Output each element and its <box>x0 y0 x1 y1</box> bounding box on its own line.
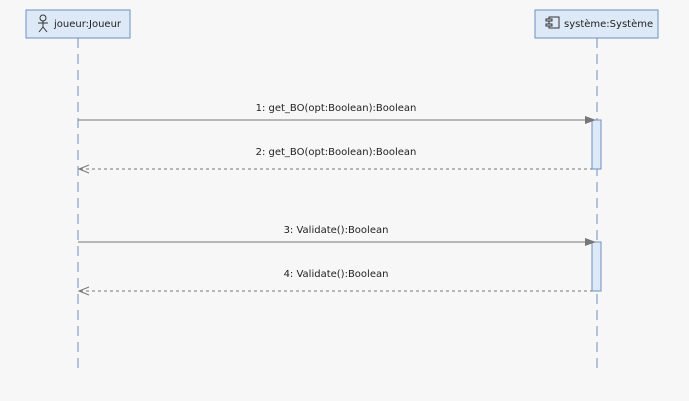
message-3-arrowhead <box>585 238 596 246</box>
message-1[interactable]: 1: get_BO(opt:Boolean):Boolean <box>78 103 596 124</box>
message-4[interactable]: 4: Validate():Boolean <box>77 269 592 296</box>
message-4-arrowhead <box>77 286 90 296</box>
message-2-arrowhead <box>77 164 90 174</box>
message-3-label: 3: Validate():Boolean <box>284 225 389 236</box>
message-2[interactable]: 2: get_BO(opt:Boolean):Boolean <box>77 147 592 174</box>
message-3[interactable]: 3: Validate():Boolean <box>78 225 596 246</box>
component-icon <box>545 16 560 29</box>
activation-bar <box>591 119 602 170</box>
message-1-label: 1: get_BO(opt:Boolean):Boolean <box>256 103 417 114</box>
message-4-label: 4: Validate():Boolean <box>284 269 389 280</box>
lifeline-joueur: joueur:Joueur <box>25 9 131 368</box>
lifeline-joueur-label: joueur:Joueur <box>53 19 122 30</box>
actor-icon <box>38 14 48 33</box>
activation-bar <box>591 241 602 292</box>
lifeline-systeme: système:Système <box>534 9 659 368</box>
message-1-arrowhead <box>585 116 596 124</box>
message-2-label: 2: get_BO(opt:Boolean):Boolean <box>256 147 417 158</box>
lifeline-systeme-label: système:Système <box>564 18 653 30</box>
